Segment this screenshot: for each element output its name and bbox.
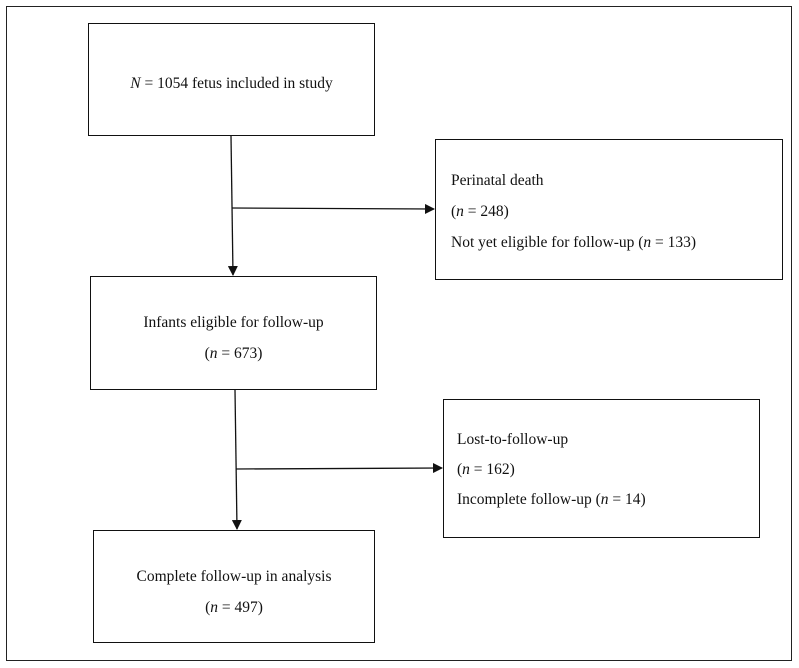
- arrow-study-to-eligible: [227, 135, 238, 276]
- diagram-frame: [6, 6, 792, 661]
- arrow-eligible-to-analysis: [231, 389, 242, 530]
- eligible-count: (n = 673): [204, 345, 263, 362]
- arrow-to-excluded-1: [231, 203, 435, 214]
- study-var: N: [130, 75, 141, 92]
- analysis-box: Complete follow-up in analysis (n = 497): [93, 530, 375, 643]
- perinatal-death-label: Perinatal death: [451, 172, 544, 189]
- study-population-label: N = 1054 fetus included in study: [89, 75, 374, 93]
- not-eligible-label: Not yet eligible for follow-up (n = 133): [451, 234, 697, 251]
- incomplete-follow-up-label: Incomplete follow-up (n = 14): [457, 491, 646, 508]
- eligible-box: Infants eligible for follow-up (n = 673): [90, 276, 377, 390]
- study-population-box: N = 1054 fetus included in study: [88, 23, 375, 136]
- excluded-box-2: Lost-to-follow-up (n = 162) Incomplete f…: [443, 399, 760, 538]
- study-text: = 1054 fetus included in study: [140, 75, 333, 92]
- excluded-box-1: Perinatal death (n = 248) Not yet eligib…: [435, 139, 783, 280]
- lost-to-follow-up-label: Lost-to-follow-up: [457, 431, 569, 448]
- analysis-label: Complete follow-up in analysis: [136, 568, 332, 585]
- eligible-label: Infants eligible for follow-up: [143, 314, 324, 331]
- perinatal-death-count: (n = 248): [451, 203, 509, 220]
- lost-to-follow-up-count: (n = 162): [457, 461, 515, 478]
- arrow-to-excluded-2: [235, 463, 443, 474]
- analysis-count: (n = 497): [205, 599, 263, 616]
